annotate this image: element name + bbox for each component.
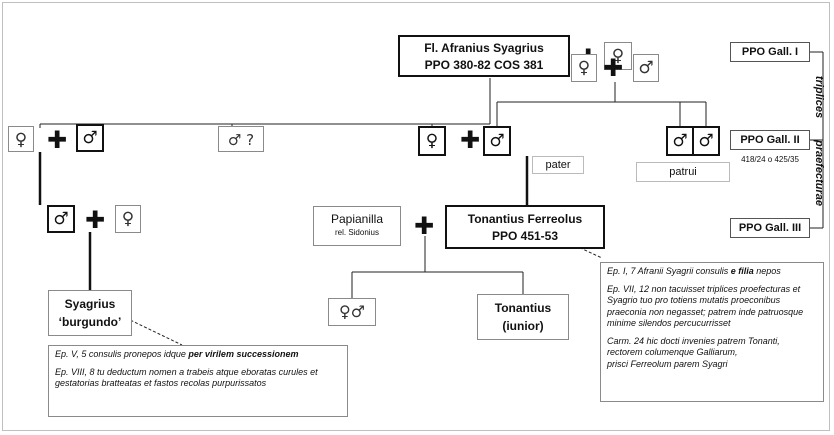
ferreolus-sources-note: Ep. I, 7 Afranii Syagrii consulis e fili… bbox=[600, 262, 824, 402]
note-verse-line: rectorem columenque Galliarum, bbox=[607, 347, 738, 357]
syagrius-burgundo-epithet: ‘burgundo’ bbox=[58, 315, 122, 329]
uncertain-son-label: ♂ ? bbox=[227, 131, 255, 149]
pater-label-text: pater bbox=[545, 159, 571, 171]
pater-label: pater bbox=[532, 156, 584, 174]
grandmother-female-icon: ♀ bbox=[571, 54, 597, 82]
papianilla-name: Papianilla bbox=[330, 212, 384, 226]
marriage-plus-icon: ✚ bbox=[414, 212, 435, 240]
note-emphasis: e filia bbox=[730, 266, 754, 276]
syagrius-main-office: PPO 380-82 COS 381 bbox=[424, 58, 544, 72]
papianilla-relation: rel. Sidonius bbox=[334, 228, 380, 237]
marriage-plus-icon: ✚ bbox=[603, 54, 624, 82]
note-ferreolus-ep-1-7: Ep. I, 7 Afranii Syagrii consulis e fili… bbox=[607, 266, 817, 278]
patrui-label-text: patrui bbox=[669, 166, 697, 178]
daughter-female-icon: ♀ bbox=[8, 126, 34, 152]
grandson-male-icon: ♂ bbox=[47, 205, 75, 233]
diagram-frame bbox=[2, 2, 830, 431]
ppo-gall-2-dates: 418/24 o 425/35 bbox=[741, 155, 799, 164]
syagrius-burgundo-name: Syagrius bbox=[64, 297, 116, 311]
papianilla-box: Papianilla rel. Sidonius bbox=[313, 206, 401, 246]
ppo-gall-2-box: PPO Gall. II bbox=[730, 130, 810, 150]
note-ferreolus-carm-24: Carm. 24 hic docti invenies patrem Tonan… bbox=[607, 336, 817, 371]
note-emphasis: per virilem successionem bbox=[188, 349, 299, 359]
marriage-plus-icon: ✚ bbox=[85, 206, 106, 234]
note-verse-line: Carm. 24 hic docti invenies patrem Tonan… bbox=[607, 335, 780, 346]
ppo-gall-1-box: PPO Gall. I bbox=[730, 42, 810, 62]
ppo-gall-3-box: PPO Gall. III bbox=[730, 218, 810, 238]
tonantius-iunior-box: Tonantius (iunior) bbox=[477, 294, 569, 340]
praefecturae-label: praefecturae bbox=[813, 139, 825, 207]
grandson-wife-female-icon: ♀ bbox=[115, 205, 141, 233]
tonantius-iunior-name: Tonantius bbox=[494, 301, 552, 315]
patruus-2-male-icon: ♂ bbox=[692, 126, 720, 156]
children-female-male-icon: ♀♂ bbox=[328, 298, 376, 326]
uncertain-son-icon: ♂ ? bbox=[218, 126, 264, 152]
note-text: Ep. I, 7 Afranii Syagrii consulis bbox=[607, 266, 731, 276]
note-burgundo-ep-8-8: Ep. VIII, 8 tu deductum nomen a trabeis … bbox=[55, 366, 318, 389]
burgundo-sources-note: Ep. V, 5 consulis pronepos idque per vir… bbox=[48, 345, 348, 417]
daughter-syagrius-female-icon: ♀ bbox=[418, 126, 446, 156]
patrui-label: patrui bbox=[636, 162, 730, 182]
patruus-1-male-icon: ♂ bbox=[666, 126, 694, 156]
note-burgundo-ep-5-5: Ep. V, 5 consulis pronepos idque per vir… bbox=[55, 349, 341, 361]
note-ferreolus-ep-7-12: Ep. VII, 12 non tacuisset triplices proe… bbox=[607, 283, 804, 329]
grandfather-male-icon: ♂ bbox=[633, 54, 659, 82]
son-male-icon: ♂ bbox=[76, 124, 104, 152]
tonantius-iunior-suffix: (iunior) bbox=[502, 319, 544, 333]
syagrius-main-box: Fl. Afranius Syagrius PPO 380-82 COS 381 bbox=[398, 35, 570, 77]
tonantius-ferreolus-name: Tonantius Ferreolus bbox=[467, 212, 583, 226]
triplices-label: triplices bbox=[813, 75, 825, 119]
tonantius-ferreolus-box: Tonantius Ferreolus PPO 451-53 bbox=[445, 205, 605, 249]
note-text: Ep. V, 5 consulis pronepos idque bbox=[55, 349, 189, 359]
note-verse-line: prisci Ferreolum parem Syagri bbox=[607, 358, 728, 369]
syagrius-burgundo-box: Syagrius ‘burgundo’ bbox=[48, 290, 132, 336]
marriage-plus-icon: ✚ bbox=[460, 126, 481, 154]
syagrius-main-name: Fl. Afranius Syagrius bbox=[424, 41, 544, 55]
wife-syagrius-female-icon: ♀ bbox=[604, 42, 632, 70]
pater-male-icon: ♂ bbox=[483, 126, 511, 156]
tonantius-ferreolus-office: PPO 451-53 bbox=[491, 229, 559, 243]
note-text: nepos bbox=[753, 266, 781, 276]
marriage-plus-icon: ✚ bbox=[47, 126, 68, 154]
